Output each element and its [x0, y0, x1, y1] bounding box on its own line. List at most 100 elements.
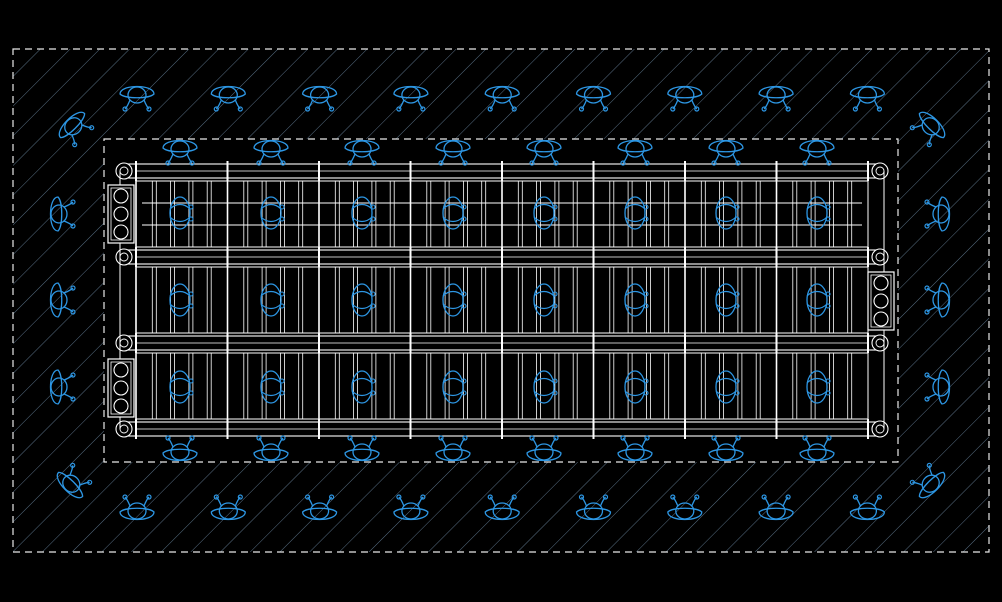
table-slat [847, 180, 853, 248]
rail-end-cap [115, 334, 133, 352]
table-slat [243, 180, 249, 248]
table-slat [627, 180, 633, 248]
table-slat [554, 352, 560, 420]
table-slat [627, 352, 633, 420]
table-slat [444, 266, 450, 334]
table-slat [206, 266, 212, 334]
table-slat [481, 180, 487, 248]
drain-outlet [873, 275, 889, 291]
drain-box-0 [107, 184, 135, 244]
table-slat [389, 180, 395, 248]
table-slat [810, 266, 816, 334]
table-assembly [107, 161, 895, 439]
rail-end-cap [871, 248, 889, 266]
table-slat [755, 266, 761, 334]
table-slat [609, 352, 615, 420]
table-slat [481, 352, 487, 420]
table-slat [719, 180, 724, 248]
table-slat [810, 352, 816, 420]
table-slat [829, 180, 834, 248]
drain-outlet [113, 380, 129, 396]
table-slat [719, 352, 724, 420]
outer-boundary [12, 48, 990, 553]
rail-end-cap [115, 248, 133, 266]
table-slat [188, 352, 194, 420]
drain-box-2 [867, 271, 895, 331]
table-slat [664, 180, 670, 248]
drain-box-1 [107, 358, 135, 418]
table-slat [664, 352, 670, 420]
table-slat [151, 266, 157, 334]
drain-box-inner [110, 187, 132, 241]
table-slat [243, 352, 249, 420]
table-slat [792, 352, 798, 420]
table-slat [700, 266, 706, 334]
table-slat [572, 352, 578, 420]
table-slat [298, 180, 304, 248]
table-slat [536, 266, 541, 334]
table-slat [627, 266, 633, 334]
table-slat [353, 180, 359, 248]
rail-end-cap [115, 162, 133, 180]
table-slat [646, 352, 651, 420]
drain-outlet [113, 398, 129, 414]
table-slat [353, 266, 359, 334]
table-slat [389, 352, 395, 420]
table-slat [426, 266, 432, 334]
table-slat [243, 266, 249, 334]
drain-outlet [113, 206, 129, 222]
drain-outlet [113, 188, 129, 204]
table-slat [755, 180, 761, 248]
table-slat [572, 180, 578, 248]
table-slat [444, 180, 450, 248]
drain-outlet [873, 293, 889, 309]
table-slat [664, 266, 670, 334]
table-slat [517, 180, 523, 248]
table-slat [444, 352, 450, 420]
table-slat [261, 266, 267, 334]
table-slat [206, 352, 212, 420]
table-slat [646, 180, 651, 248]
table-slat [755, 352, 761, 420]
table-slat [188, 266, 194, 334]
table-slat [792, 266, 798, 334]
table-slat [700, 352, 706, 420]
drain-outlet [873, 311, 889, 327]
table-slat [536, 352, 541, 420]
table-slat [572, 266, 578, 334]
table-slat [151, 180, 157, 248]
table-slat [792, 180, 798, 248]
table-slat [737, 180, 743, 248]
inner-zone [104, 139, 898, 462]
rail-end-cap [871, 420, 889, 438]
table-slat [261, 180, 267, 248]
table-slat [646, 266, 651, 334]
table-slat [298, 352, 304, 420]
table-slat [188, 180, 194, 248]
table-slat [554, 266, 560, 334]
table-slat [298, 266, 304, 334]
table-slat [536, 180, 541, 248]
table-slat [810, 180, 816, 248]
drain-outlet [113, 224, 129, 240]
table-slat [426, 352, 432, 420]
table-slat [719, 266, 724, 334]
table-slat [151, 352, 157, 420]
table-slat [829, 352, 834, 420]
drain-outlet [113, 362, 129, 378]
table-slat [517, 266, 523, 334]
drain-box-inner [870, 274, 892, 328]
table-slat [353, 352, 359, 420]
table-slat [737, 352, 743, 420]
table-slat [609, 180, 615, 248]
table-slat [700, 180, 706, 248]
table-slat [517, 352, 523, 420]
table-slat [206, 180, 212, 248]
table-slat [847, 266, 853, 334]
table-slat [334, 266, 340, 334]
inner-boundary [103, 138, 899, 463]
table-slat [334, 180, 340, 248]
table-slat [261, 352, 267, 420]
